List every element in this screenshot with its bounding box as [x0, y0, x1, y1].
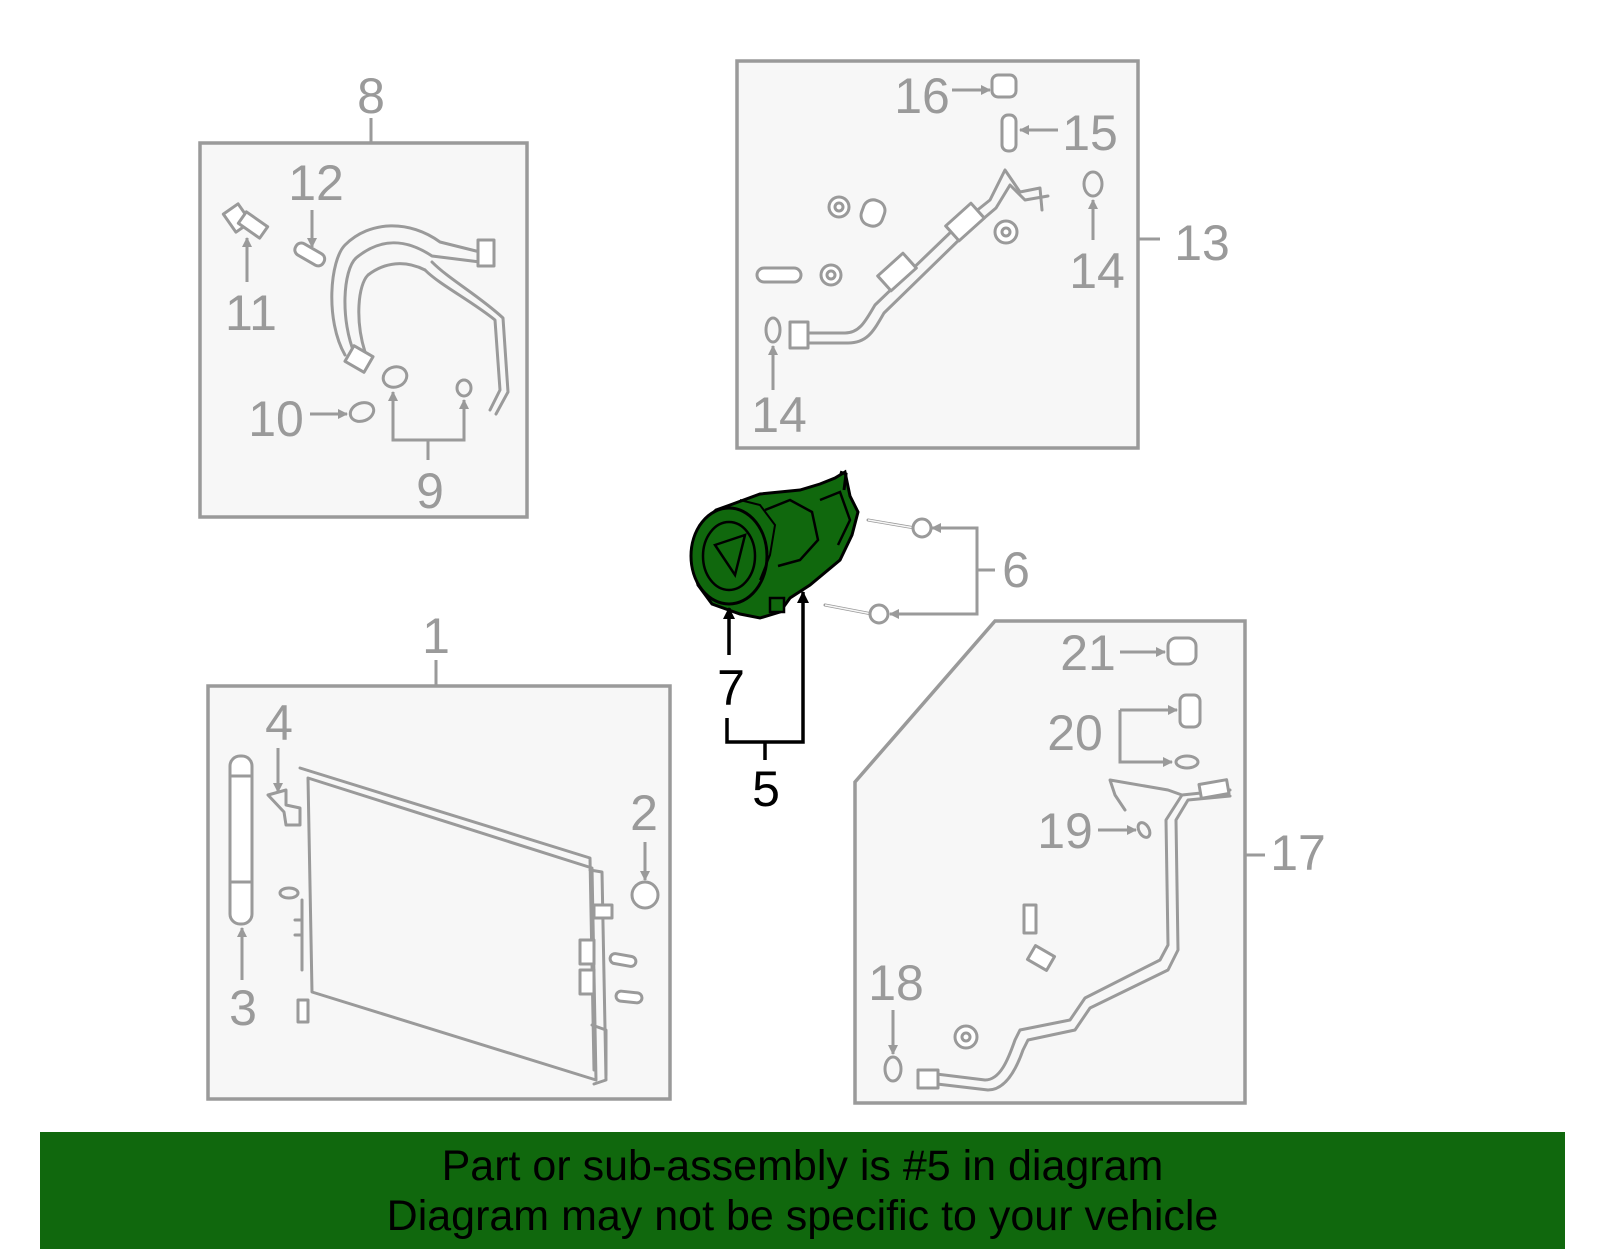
bracket-4 — [266, 788, 302, 827]
liquid-line-group — [735, 59, 1160, 450]
condenser-core — [306, 776, 598, 1082]
callout-3: 3 — [229, 980, 257, 1036]
o-ring-19 — [1136, 821, 1152, 839]
callout-18: 18 — [868, 955, 924, 1011]
callout-10: 10 — [248, 391, 304, 447]
callout-15: 15 — [1062, 105, 1118, 161]
hose-assembly-group — [198, 118, 529, 519]
valve-15 — [1000, 113, 1018, 153]
bolt-17 — [1022, 903, 1038, 935]
callout-19: 19 — [1037, 803, 1093, 859]
callout-labels: 8 12 11 10 9 16 15 13 14 14 6 7 5 1 4 2 … — [225, 68, 1326, 1036]
receiver-dryer-3 — [228, 754, 254, 926]
callout-7: 7 — [717, 660, 745, 716]
condenser-group — [206, 660, 672, 1101]
o-ring-9b — [455, 378, 473, 398]
o-ring-9a — [381, 365, 409, 389]
cap-16 — [990, 73, 1018, 99]
info-banner: Part or sub-assembly is #5 in diagram Di… — [40, 1132, 1565, 1249]
callout-16: 16 — [894, 68, 950, 124]
callout-13: 13 — [1174, 215, 1230, 271]
suction-hose — [330, 224, 482, 357]
discharge-pipe — [918, 788, 1232, 1082]
callout-4: 4 — [265, 695, 293, 751]
banner-line-1: Part or sub-assembly is #5 in diagram — [441, 1141, 1164, 1190]
compressor-5-highlight — [689, 469, 860, 620]
nut-13a — [827, 195, 851, 219]
callout-6: 6 — [1002, 542, 1030, 598]
discharge-line-box — [853, 619, 1247, 1105]
callout-17: 17 — [1270, 825, 1326, 881]
liquid-line-pipe — [793, 168, 1044, 335]
callout-12: 12 — [288, 155, 344, 211]
bolts-6 — [823, 517, 995, 625]
callout-1: 1 — [422, 608, 450, 664]
o-ring-14-bottom — [764, 316, 782, 344]
nut-13b — [993, 219, 1019, 245]
callout-5: 5 — [752, 761, 780, 817]
o-ring-18 — [883, 1055, 903, 1083]
bolt-1a — [296, 998, 310, 1024]
callout-2: 2 — [630, 785, 658, 841]
liquid-line-box — [735, 59, 1140, 450]
callout-14-bottom: 14 — [751, 387, 807, 443]
cap-21 — [1166, 636, 1198, 666]
hose-assembly-box — [198, 141, 529, 519]
valve-20 — [1178, 693, 1202, 729]
callout-11: 11 — [225, 285, 277, 341]
callout-21: 21 — [1060, 625, 1116, 681]
banner-line-2: Diagram may not be specific to your vehi… — [386, 1191, 1219, 1240]
valve-core-12 — [293, 241, 327, 268]
callout-14-top: 14 — [1069, 243, 1125, 299]
callout-9: 9 — [416, 463, 444, 519]
pin-13 — [755, 266, 803, 284]
discharge-line-group — [853, 619, 1265, 1105]
callout-8: 8 — [357, 68, 385, 124]
pressure-switch-11 — [221, 202, 270, 240]
o-ring-14-top — [1082, 170, 1104, 198]
cap-2 — [630, 880, 660, 910]
o-ring-10 — [348, 401, 376, 423]
bolt-1b — [592, 903, 614, 920]
callout-20: 20 — [1047, 705, 1103, 761]
o-ring-20 — [1174, 754, 1200, 770]
